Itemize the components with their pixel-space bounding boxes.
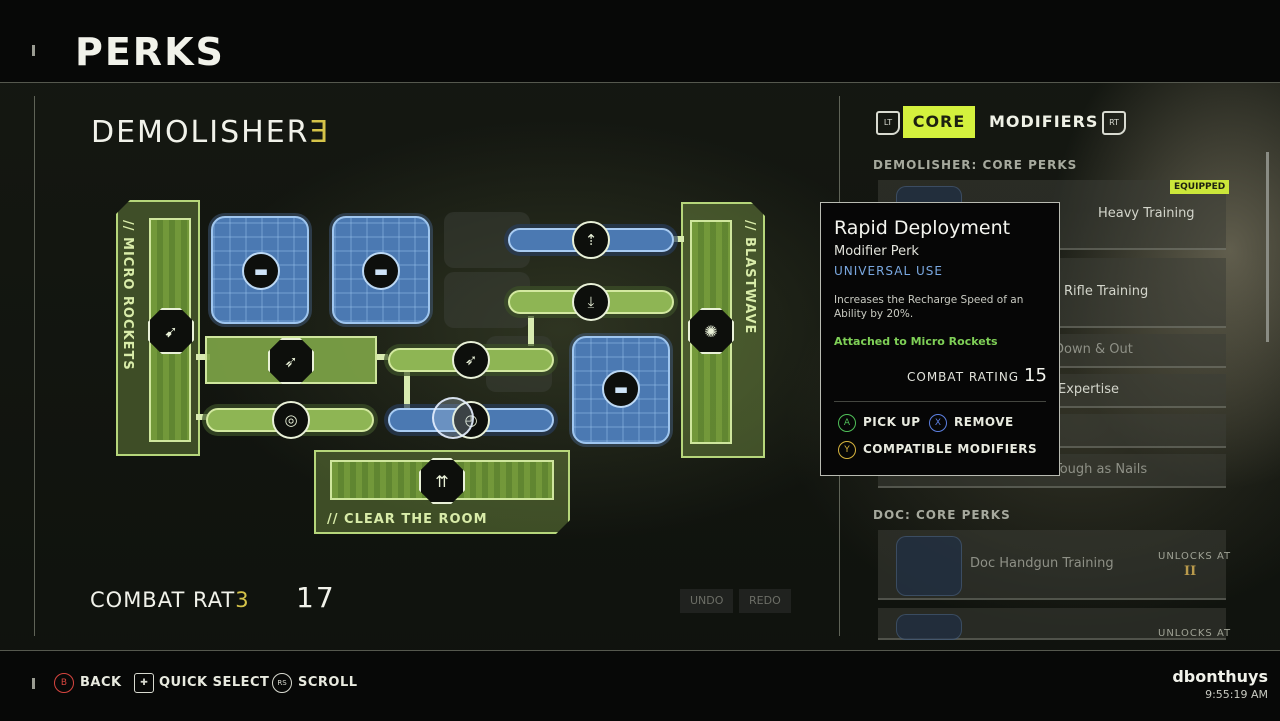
tooltip-description: Increases the Recharge Speed of an Abili… — [834, 294, 1024, 320]
dpad-icon[interactable]: ✚ — [134, 673, 154, 693]
tooltip-divider — [834, 401, 1046, 402]
back-hint[interactable]: BACK — [80, 675, 122, 690]
tab-core[interactable]: CORE — [903, 106, 975, 138]
scrollbar[interactable] — [1266, 152, 1269, 342]
compatible-modifiers-button[interactable]: COMPATIBLE MODIFIERS — [863, 442, 1038, 456]
connector — [404, 368, 410, 408]
scroll-hint[interactable]: SCROLL — [298, 675, 358, 690]
tooltip-rating-value: 15 — [1024, 365, 1047, 386]
tooltip-title: Rapid Deployment — [834, 217, 1011, 239]
download-icon: ⤓ — [572, 283, 610, 321]
rifle-icon: ▬ — [242, 252, 280, 290]
unlock-rank: II — [1184, 564, 1197, 579]
rifle-icon: ▬ — [602, 370, 640, 408]
tooltip-usage: UNIVERSAL USE — [834, 264, 943, 278]
redo-button[interactable]: REDO — [739, 589, 791, 613]
a-button-icon[interactable]: A — [838, 414, 856, 432]
right-stick-icon[interactable]: RS — [272, 673, 292, 693]
quick-select-hint[interactable]: QUICK SELECT — [159, 675, 270, 690]
lt-bumper-icon[interactable]: LT — [876, 111, 900, 135]
perk-icon — [896, 614, 962, 640]
tick-mark — [32, 678, 35, 689]
connector — [528, 316, 534, 346]
unlocks-at-label: UNLOCKS AT — [1158, 628, 1232, 639]
class-name: DEMOLISHERƎ — [91, 115, 331, 150]
clock: 9:55:19 AM — [1205, 688, 1268, 701]
doc-perks-header: DOC: CORE PERKS — [873, 508, 1011, 522]
perk-board: // MICRO ROCKETS ➹ // BLASTWAVE ✺ ▬ ▬ ▬ … — [0, 0, 800, 560]
perk-tooltip: Rapid Deployment Modifier Perk UNIVERSAL… — [820, 202, 1060, 476]
combat-rating-value: 17 — [296, 581, 336, 614]
remove-button[interactable]: REMOVE — [954, 415, 1014, 429]
connector — [196, 414, 210, 420]
tooltip-rating-label: COMBAT RATING — [907, 370, 1020, 384]
blastwave-label: // BLASTWAVE — [742, 220, 757, 335]
bottom-bar — [0, 650, 1280, 721]
rocket-icon: ➶ — [268, 338, 314, 384]
triple-arrow-icon: ⇈ — [419, 458, 465, 504]
left-frame-line — [34, 96, 35, 636]
connector — [672, 236, 684, 242]
micro-rockets-label: // MICRO ROCKETS — [120, 220, 135, 371]
clear-the-room-label: // CLEAR THE ROOM — [327, 512, 488, 527]
x-button-icon[interactable]: X — [929, 414, 947, 432]
y-button-icon[interactable]: Y — [838, 441, 856, 459]
username: dbonthuys — [1172, 667, 1268, 686]
rocket-icon: ➶ — [452, 341, 490, 379]
b-button-icon[interactable]: B — [54, 673, 74, 693]
blastwave-icon: ✺ — [688, 308, 734, 354]
page-title: PERKS — [75, 30, 225, 74]
connector — [196, 354, 210, 360]
demolisher-perks-header: DEMOLISHER: CORE PERKS — [873, 158, 1078, 172]
undo-button[interactable]: UNDO — [680, 589, 734, 613]
top-bar: PERKS — [0, 0, 1280, 83]
rifle-icon: ▬ — [362, 252, 400, 290]
combat-rating-label: COMBAT RAT3 — [90, 588, 250, 612]
connector — [376, 354, 388, 360]
perk-icon — [896, 536, 962, 596]
weapon-tile[interactable] — [572, 336, 670, 444]
blastwave-icon: ◎ — [272, 401, 310, 439]
cursor-icon — [432, 397, 474, 439]
equipped-badge: EQUIPPED — [1170, 180, 1230, 194]
tooltip-attached: Attached to Micro Rockets — [834, 335, 998, 348]
arrows-spread-icon: ⇡ — [572, 221, 610, 259]
tooltip-subtitle: Modifier Perk — [834, 244, 919, 259]
rt-bumper-icon[interactable]: RT — [1102, 111, 1126, 135]
unlocks-at-label: UNLOCKS AT — [1158, 551, 1232, 562]
pick-up-button[interactable]: PICK UP — [863, 415, 921, 429]
tick-mark — [32, 45, 35, 56]
tab-modifiers[interactable]: MODIFIERS — [989, 112, 1099, 131]
rocket-icon: ➹ — [148, 308, 194, 354]
